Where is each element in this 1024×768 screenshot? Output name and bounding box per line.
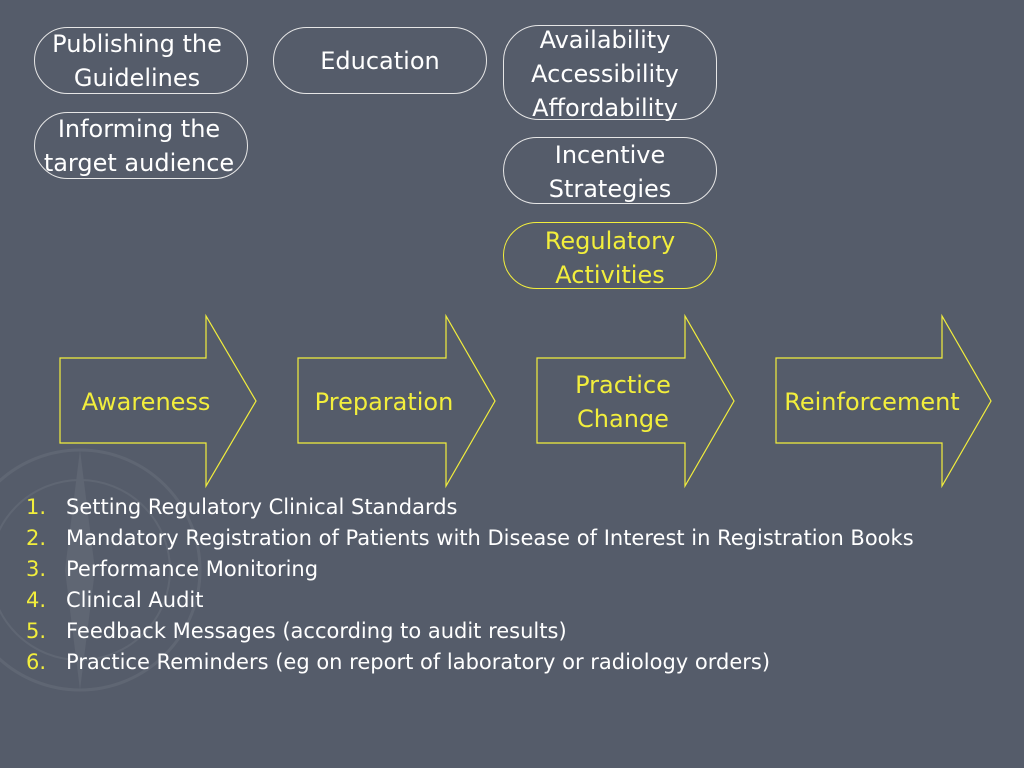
stage-preparation: Preparation — [314, 388, 454, 416]
list-item-number: 1. — [26, 495, 47, 519]
list-item-number: 3. — [26, 557, 47, 581]
arrow-awareness — [59, 313, 257, 489]
box-regulatory-activities — [503, 222, 717, 289]
box-incentive-strategies-label: Incentive Strategies — [548, 141, 672, 203]
compass-watermark-icon — [0, 448, 202, 692]
box-education-label: Education — [320, 47, 440, 75]
arrow-reinforcement — [775, 313, 992, 489]
list-item-number: 6. — [26, 650, 47, 674]
list-item: 1. Setting Regulatory Clinical Standards — [26, 492, 926, 523]
box-informing-audience — [34, 112, 248, 179]
list-item-number: 2. — [26, 526, 47, 550]
list-item-text: Setting Regulatory Clinical Standards — [66, 495, 458, 519]
list-item-text: Performance Monitoring — [66, 557, 319, 581]
list-item: 6. Practice Reminders (eg on report of l… — [26, 647, 926, 678]
arrow-practice-change — [536, 313, 735, 489]
stage-awareness: Awareness — [81, 388, 211, 416]
list-item-number: 4. — [26, 588, 47, 612]
list-item-text: Practice Reminders (eg on report of labo… — [66, 650, 771, 674]
box-informing-audience-label: Informing the target audience — [43, 115, 235, 177]
box-availability — [503, 25, 717, 120]
list-item-text: Mandatory Registration of Patients with … — [66, 526, 914, 550]
box-publishing-guidelines — [34, 27, 248, 94]
list-item: 2. Mandatory Registration of Patients wi… — [26, 523, 926, 554]
list-item-text: Feedback Messages (according to audit re… — [66, 619, 567, 643]
list-item: 4. Clinical Audit — [26, 585, 926, 616]
stage-practice-change: Practice Change — [575, 371, 671, 433]
stage-reinforcement: Reinforcement — [784, 388, 960, 416]
box-availability-label: Availability Accessibility Affordability — [531, 26, 679, 122]
arrow-preparation — [297, 313, 496, 489]
box-education — [273, 27, 487, 94]
list-item: 5. Feedback Messages (according to audit… — [26, 616, 926, 647]
list-item-text: Clinical Audit — [66, 588, 204, 612]
box-incentive-strategies — [503, 137, 717, 204]
list-item-number: 5. — [26, 619, 47, 643]
regulatory-steps-list: 1. Setting Regulatory Clinical Standards… — [26, 492, 926, 678]
box-regulatory-activities-label: Regulatory Activities — [544, 227, 676, 289]
box-publishing-guidelines-label: Publishing the Guidelines — [52, 30, 222, 92]
list-item: 3. Performance Monitoring — [26, 554, 926, 585]
